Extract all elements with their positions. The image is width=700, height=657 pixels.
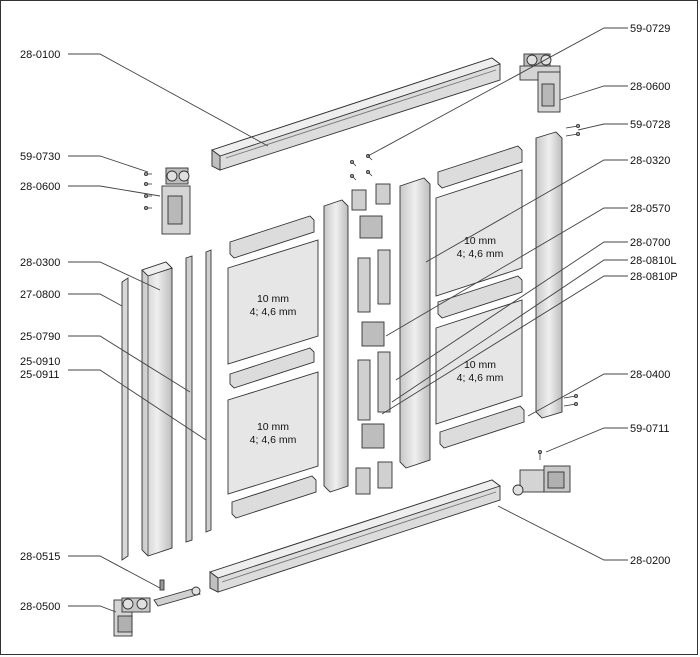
label-28-0600-right: 28-0600 bbox=[630, 81, 670, 93]
bottom-left-roller bbox=[113, 597, 151, 637]
label-25-0790: 25-0790 bbox=[20, 331, 60, 343]
label-28-0500: 28-0500 bbox=[20, 601, 60, 613]
label-28-0700: 28-0700 bbox=[630, 237, 670, 249]
label-27-0800: 27-0800 bbox=[20, 289, 60, 301]
top-left-hanger bbox=[161, 167, 191, 235]
right-door-transoms bbox=[437, 145, 525, 449]
label-28-0300: 28-0300 bbox=[20, 257, 60, 269]
label-59-0728: 59-0728 bbox=[630, 119, 670, 131]
left-door-panels bbox=[227, 239, 319, 495]
center-profiles bbox=[323, 177, 431, 495]
panel-3-glass: 4; 4,6 mm bbox=[457, 248, 504, 260]
bottom-right-roller bbox=[512, 465, 571, 496]
top-rail bbox=[211, 57, 501, 171]
top-right-hanger bbox=[519, 53, 561, 113]
panel-2-thickness: 10 mm bbox=[257, 421, 289, 433]
label-28-0320: 28-0320 bbox=[630, 155, 670, 167]
screws bbox=[143, 124, 581, 460]
label-28-0600-left: 28-0600 bbox=[20, 181, 60, 193]
leader-lines bbox=[68, 27, 628, 613]
panel-3-thickness: 10 mm bbox=[464, 235, 496, 247]
right-door-panels bbox=[435, 169, 523, 425]
left-profiles bbox=[121, 249, 212, 561]
label-28-0200: 28-0200 bbox=[630, 555, 670, 567]
panel-1-thickness: 10 mm bbox=[257, 293, 289, 305]
panel-4-glass: 4; 4,6 mm bbox=[457, 372, 504, 384]
bottom-guide bbox=[153, 579, 201, 607]
left-door-transoms bbox=[229, 215, 317, 519]
panel-4-thickness: 10 mm bbox=[464, 359, 496, 371]
label-28-0810L: 28-0810L bbox=[630, 255, 677, 267]
label-59-0711: 59-0711 bbox=[630, 423, 670, 435]
panel-2-glass: 4; 4,6 mm bbox=[250, 434, 297, 446]
label-25-0911: 25-0911 bbox=[20, 369, 60, 381]
label-28-0400: 28-0400 bbox=[630, 369, 670, 381]
label-59-0730: 59-0730 bbox=[20, 151, 60, 163]
label-59-0729: 59-0729 bbox=[630, 23, 670, 35]
bottom-rail bbox=[209, 479, 501, 593]
right-profile bbox=[535, 131, 563, 419]
label-28-0810P: 28-0810P bbox=[630, 271, 678, 283]
label-28-0570: 28-0570 bbox=[630, 203, 670, 215]
label-28-0100: 28-0100 bbox=[20, 49, 60, 61]
panel-1-glass: 4; 4,6 mm bbox=[250, 306, 297, 318]
label-25-0910: 25-0910 bbox=[20, 356, 60, 368]
label-28-0515: 28-0515 bbox=[20, 551, 60, 563]
